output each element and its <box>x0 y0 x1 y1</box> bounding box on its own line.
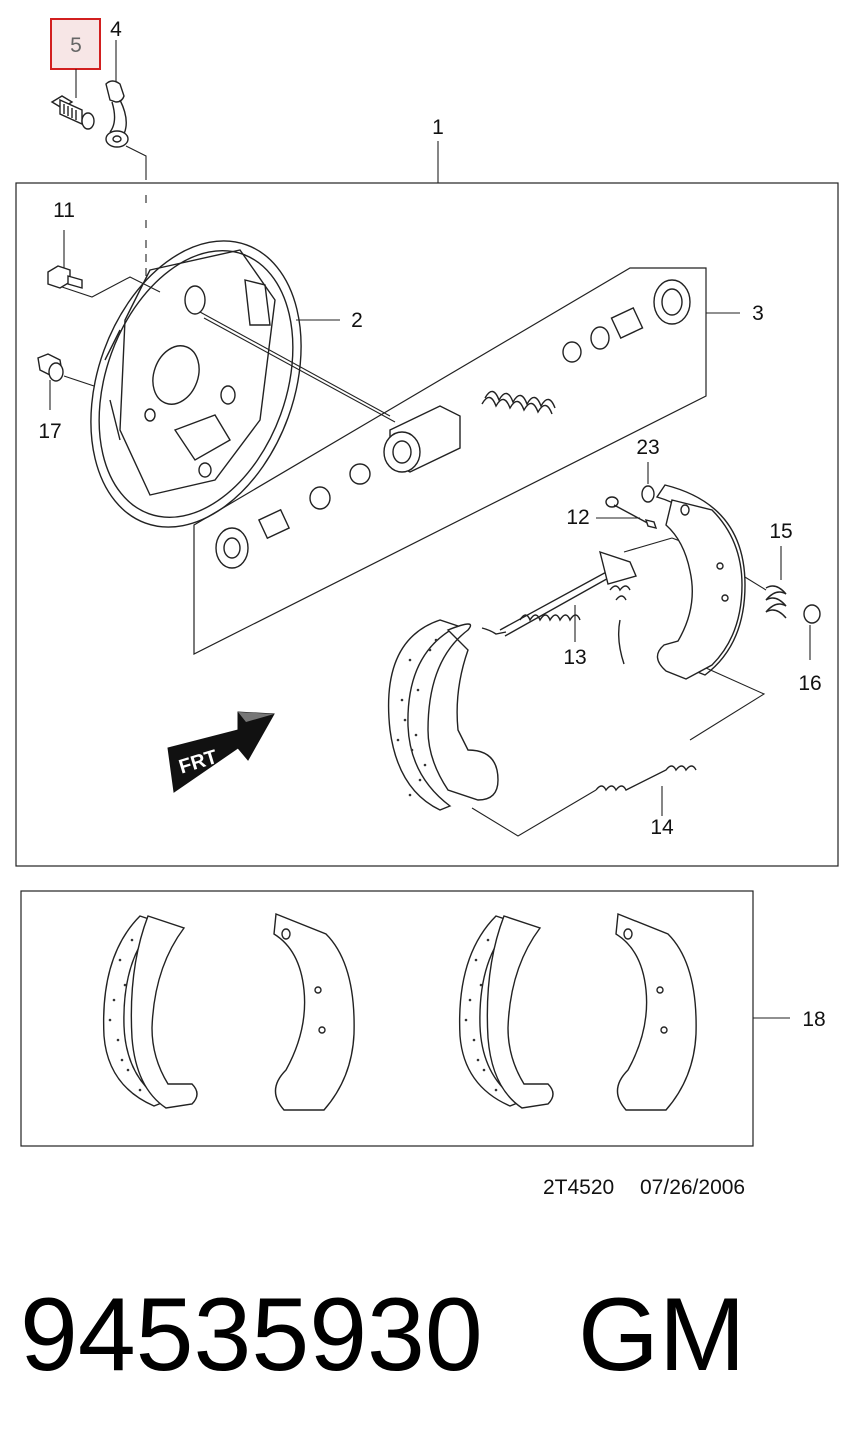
callout-23[interactable]: 23 <box>636 436 659 459</box>
callout-1[interactable]: 1 <box>432 116 444 139</box>
callout-13[interactable]: 13 <box>563 646 586 669</box>
hold-down-pin <box>605 496 658 529</box>
callout-16[interactable]: 16 <box>798 672 821 695</box>
callout-3[interactable]: 3 <box>752 302 764 325</box>
brand-label: GM <box>578 1277 746 1393</box>
part-number: 94535930 <box>20 1277 483 1393</box>
hold-down-spring <box>765 585 821 624</box>
shoe-set-right-web <box>273 913 355 1111</box>
mounting-bolt <box>47 265 83 289</box>
return-spring <box>595 765 697 792</box>
drawing-date: 07/26/2006 <box>640 1176 745 1199</box>
front-direction-arrow <box>167 711 275 793</box>
wheel-cylinder <box>215 279 691 569</box>
callout-11[interactable]: 11 <box>53 199 75 222</box>
callout-17[interactable]: 17 <box>38 420 61 443</box>
shoe-set-left-lined <box>102 915 198 1109</box>
callout-2[interactable]: 2 <box>351 309 363 332</box>
callout-12[interactable]: 12 <box>566 506 589 529</box>
callout-5[interactable]: 5 <box>70 34 82 57</box>
adjuster-strut <box>481 550 637 665</box>
leading-shoe-upper <box>655 484 746 680</box>
drawing-reference: 2T4520 <box>543 1176 614 1199</box>
backing-plate <box>90 240 302 528</box>
callout-4[interactable]: 4 <box>110 18 122 41</box>
callout-18[interactable]: 18 <box>802 1008 825 1031</box>
trailing-shoe-upper <box>387 619 499 811</box>
shoe-set-left-lined-2 <box>458 915 554 1109</box>
brake-hose-bracket <box>105 80 129 148</box>
bleeder-screw <box>50 95 95 130</box>
rubber-plug <box>37 353 64 382</box>
callout-14[interactable]: 14 <box>650 816 674 839</box>
callout-15[interactable]: 15 <box>769 520 792 543</box>
highlight-box-5[interactable] <box>50 18 101 70</box>
wheel-cylinder-bracket <box>193 267 707 655</box>
retainer-clip <box>641 485 655 503</box>
shoe-set-right-web-2 <box>615 913 697 1111</box>
main-assembly-frame <box>15 182 839 867</box>
